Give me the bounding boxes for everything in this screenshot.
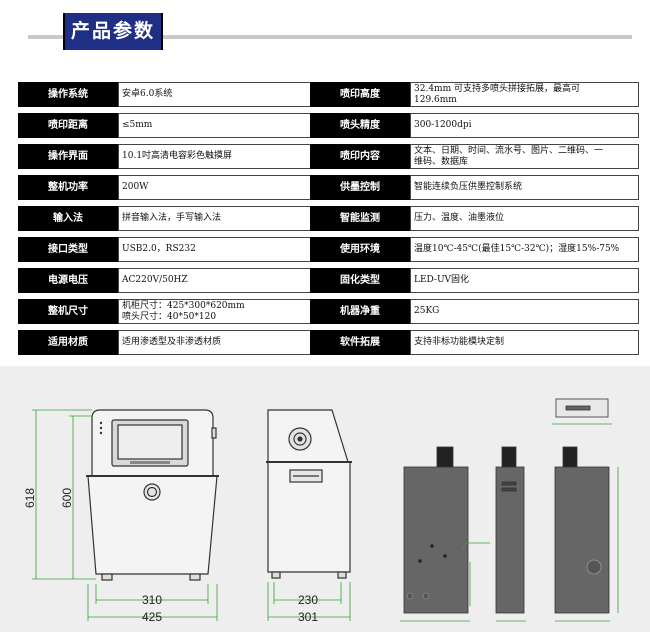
spec-row: 智能监测压力、温度、油墨液位 (310, 206, 639, 231)
spec-value-line: 适用渗透型及非渗透材质 (122, 337, 222, 347)
spec-row: 适用材质适用渗透型及非渗透材质 (18, 330, 316, 355)
spec-row: 供墨控制智能连续负压供墨控制系统 (310, 175, 639, 200)
front-width-total-label: 425 (142, 610, 162, 624)
spec-label: 整机功率 (18, 175, 118, 200)
spec-label: 喷印内容 (310, 144, 410, 169)
spec-label: 喷印高度 (310, 82, 410, 107)
technical-drawings: 618 600 310 425 230 301 (23, 398, 619, 624)
spec-row: 输入法拼音输入法，手写输入法 (18, 206, 316, 231)
spec-value: 智能连续负压供墨控制系统 (410, 175, 639, 200)
printhead-views (400, 398, 619, 622)
spec-label: 固化类型 (310, 268, 410, 293)
spec-value: 温度10℃-45℃(最佳15℃-32℃)；湿度15%-75% (410, 237, 639, 262)
spec-row: 操作系统安卓6.0系统 (18, 82, 316, 107)
front-view-dimensions (32, 409, 218, 621)
spec-row: 使用环境温度10℃-45℃(最佳15℃-32℃)；湿度15%-75% (310, 237, 639, 262)
spec-value: 适用渗透型及非渗透材质 (118, 330, 316, 355)
spec-value-line: 文本、日期、时间、流水号、图片、二维码、一 (414, 145, 604, 156)
spec-row: 机器净重 25KG (310, 299, 639, 324)
spec-row: 喷印内容文本、日期、时间、流水号、图片、二维码、一维码、数据库 (310, 144, 639, 169)
spec-row: 整机功率 200W (18, 175, 316, 200)
spec-label: 喷印距离 (18, 113, 118, 138)
spec-value: 文本、日期、时间、流水号、图片、二维码、一维码、数据库 (410, 144, 639, 169)
spec-row: 接口类型 USB2.0，RS232 (18, 237, 316, 262)
spec-value-line: 129.6mm (414, 94, 457, 105)
spec-value: 拼音输入法，手写输入法 (118, 206, 316, 231)
spec-value-line: 拼音输入法，手写输入法 (122, 213, 222, 223)
spec-row: 固化类型 LED-UV固化 (310, 268, 639, 293)
page-title: 产品参数 (70, 20, 155, 42)
spec-row: 喷印距离 ≤5mm (18, 113, 316, 138)
spec-value-line: 智能连续负压供墨控制系统 (414, 182, 523, 192)
header-rule (28, 35, 632, 39)
side-view-dimensions (267, 582, 351, 621)
spec-label: 操作界面 (18, 144, 118, 169)
spec-value: 支持非标功能模块定制 (410, 330, 639, 355)
spec-value-line: LED-UV固化 (414, 275, 470, 285)
spec-label: 机器净重 (310, 299, 410, 324)
spec-value-line: 温度10℃-45℃(最佳15℃-32℃)；湿度15%-75% (414, 244, 620, 254)
spec-value-line: 支持非标功能模块定制 (414, 337, 505, 347)
side-width-total-label: 301 (298, 610, 318, 624)
spec-value: ≤5mm (118, 113, 316, 138)
spec-value-line: 32.4mm 可支持多喷头拼接拓展，最高可 (414, 83, 580, 94)
side-view-drawing (266, 409, 352, 579)
spec-value: USB2.0，RS232 (118, 237, 316, 262)
spec-row: 电源电压 AC220V/50HZ (18, 268, 316, 293)
spec-value: 压力、温度、油墨液位 (410, 206, 639, 231)
spec-label: 使用环境 (310, 237, 410, 262)
drawings-band: 618 600 310 425 230 301 (0, 366, 650, 632)
spec-label: 整机尺寸 (18, 299, 118, 324)
spec-label: 适用材质 (18, 330, 118, 355)
spec-value: 10.1吋高清电容彩色触摸屏 (118, 144, 316, 169)
spec-row: 操作界面 10.1吋高清电容彩色触摸屏 (18, 144, 316, 169)
spec-row: 喷头精度 300-1200dpi (310, 113, 639, 138)
spec-value: LED-UV固化 (410, 268, 639, 293)
front-height-total-label: 618 (23, 488, 37, 508)
spec-value-line: 压力、温度、油墨液位 (414, 213, 505, 223)
front-width-inner-label: 310 (142, 593, 162, 607)
header-banner: 产品参数 (63, 13, 163, 50)
spec-value-line: 300-1200dpi (414, 120, 472, 130)
spec-value-line: 机柜尺寸：425*300*620mm (122, 300, 245, 311)
spec-row: 软件拓展支持非标功能模块定制 (310, 330, 639, 355)
spec-label: 操作系统 (18, 82, 118, 107)
spec-label: 电源电压 (18, 268, 118, 293)
spec-value-line: 安卓6.0系统 (122, 89, 173, 99)
spec-value: 300-1200dpi (410, 113, 639, 138)
spec-label: 供墨控制 (310, 175, 410, 200)
spec-value-line: ≤5mm (122, 120, 153, 130)
spec-label: 接口类型 (18, 237, 118, 262)
spec-label: 喷头精度 (310, 113, 410, 138)
spec-value: 安卓6.0系统 (118, 82, 316, 107)
spec-value: 25KG (410, 299, 639, 324)
spec-label: 软件拓展 (310, 330, 410, 355)
side-width-inner-label: 230 (298, 593, 318, 607)
spec-label: 智能监测 (310, 206, 410, 231)
front-view-drawing (86, 409, 219, 581)
spec-value-line: USB2.0，RS232 (122, 244, 196, 254)
spec-value-line: AC220V/50HZ (122, 275, 188, 285)
spec-value: AC220V/50HZ (118, 268, 316, 293)
spec-value-line: 喷头尺寸：40*50*120 (122, 311, 217, 322)
spec-value: 200W (118, 175, 316, 200)
spec-value-line: 维码、数据库 (414, 156, 469, 167)
spec-label: 输入法 (18, 206, 118, 231)
front-height-cabinet-label: 600 (60, 488, 74, 508)
spec-value-line: 25KG (414, 306, 440, 316)
spec-value-line: 10.1吋高清电容彩色触摸屏 (122, 151, 233, 161)
spec-value-line: 200W (122, 182, 149, 192)
